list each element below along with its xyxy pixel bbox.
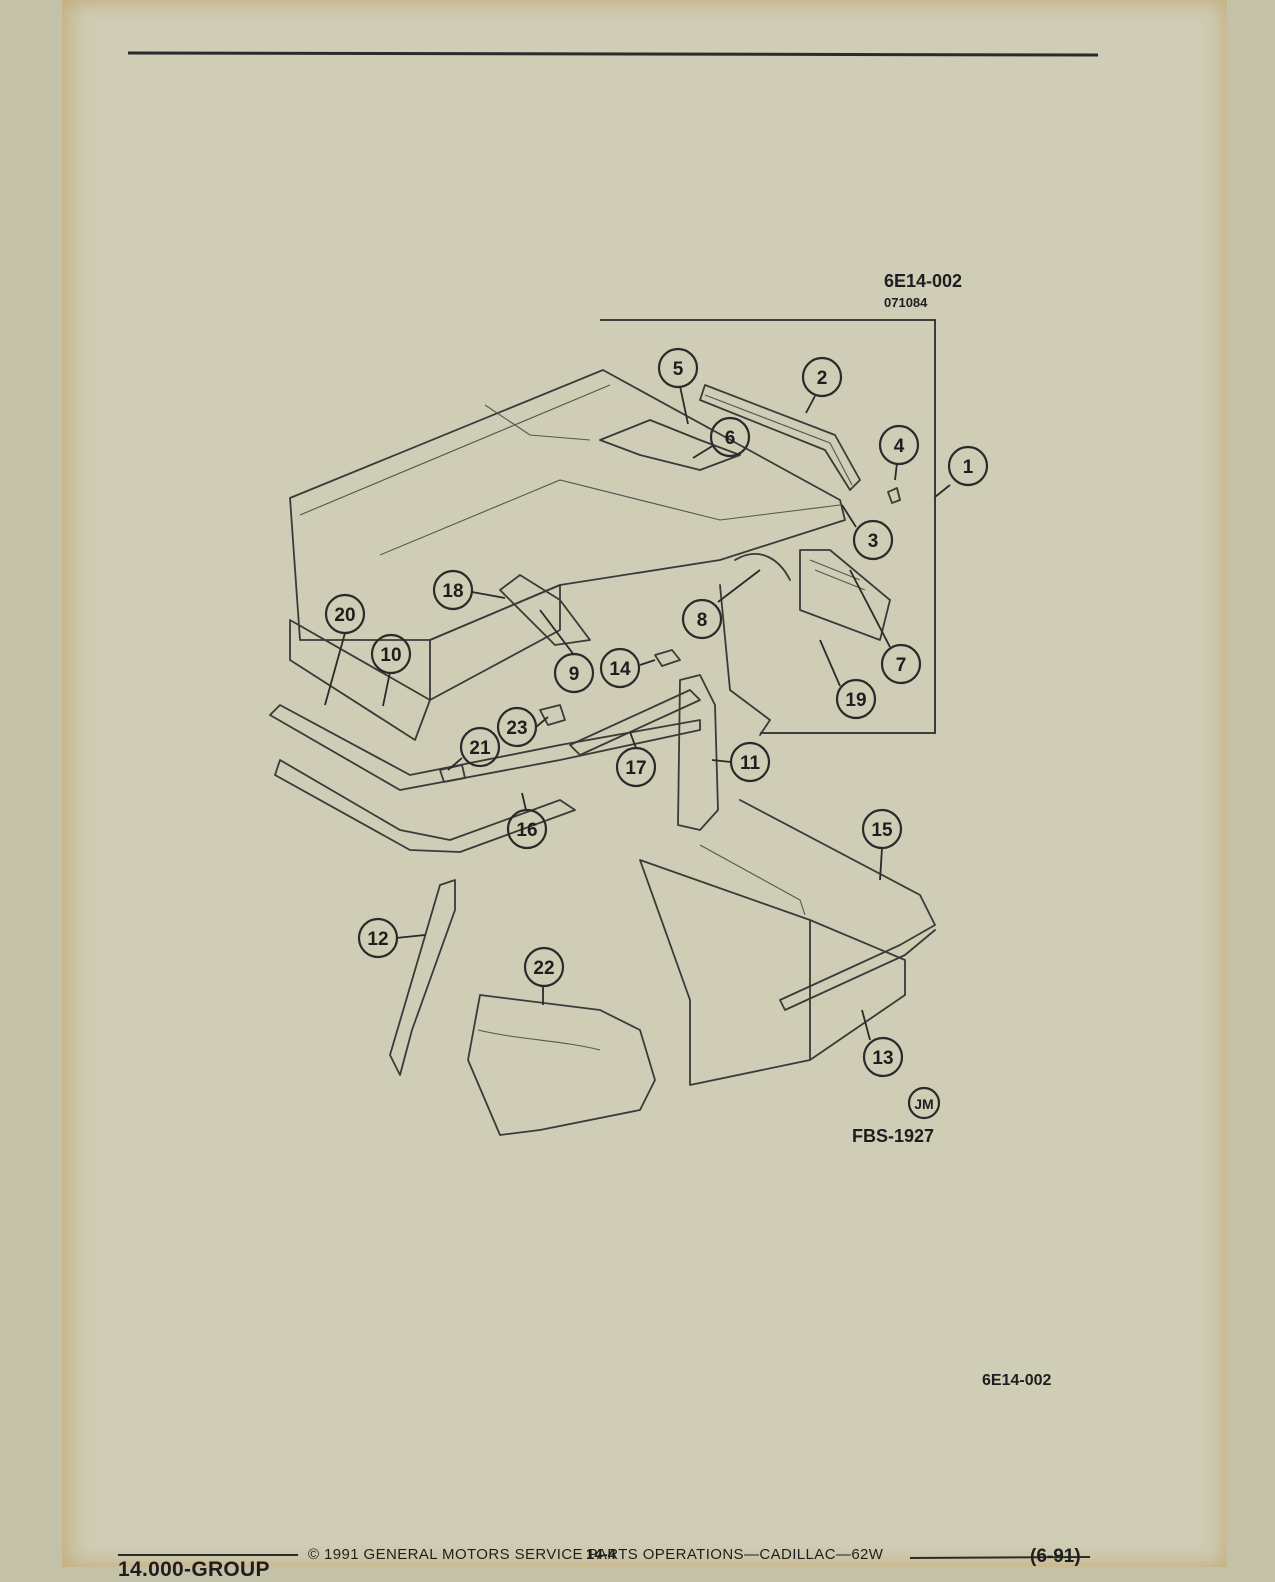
weatherstrip-front (569, 689, 701, 756)
bumper (539, 704, 566, 726)
footer-group: 14.000-GROUP (118, 1558, 270, 1581)
leader-1 (934, 484, 951, 498)
bottom-figure-code: 6E14-002 (982, 1372, 1052, 1389)
figure-date: 071084 (884, 295, 928, 310)
pillar-trim (677, 674, 719, 831)
cable (734, 553, 791, 581)
weatherstrip-lower (274, 759, 576, 853)
callout-11: 11 (729, 741, 771, 783)
callout-19: 19 (835, 678, 877, 720)
svg-text:8: 8 (697, 610, 708, 631)
callout-16: 16 (506, 808, 548, 850)
svg-text:20: 20 (334, 605, 355, 626)
callout-2: 2 (801, 356, 843, 398)
callouts: 1 2 3 4 5 6 7 8 9 10 11 12 13 14 15 16 1… (324, 347, 989, 1078)
callout-5: 5 (657, 347, 699, 389)
callout-17: 17 (615, 746, 657, 788)
quarter-hardware (809, 559, 866, 591)
retainer-clip (439, 764, 466, 783)
svg-text:11: 11 (740, 753, 761, 774)
svg-text:13: 13 (872, 1048, 893, 1069)
boot-cover (467, 994, 656, 1136)
footer-page-number: 14-4 (586, 1546, 617, 1563)
callout-6: 6 (709, 416, 751, 458)
callout-8: 8 (681, 598, 723, 640)
callout-23: 23 (496, 706, 538, 748)
svg-text:18: 18 (442, 581, 463, 602)
callout-7: 7 (880, 643, 922, 685)
callout-leaders (324, 385, 898, 1041)
side-rail (699, 384, 861, 491)
svg-text:23: 23 (506, 718, 527, 739)
convertible-top-cover (269, 369, 846, 791)
svg-text:5: 5 (673, 359, 684, 380)
callout-20: 20 (324, 593, 366, 635)
svg-text:3: 3 (868, 531, 879, 552)
footer-rule-right (909, 1556, 1091, 1559)
rear-bow-tube (719, 584, 771, 736)
callout-4: 4 (878, 424, 920, 466)
art-number: FBS-1927 (852, 1126, 935, 1146)
callout-13: 13 (862, 1036, 904, 1078)
svg-text:16: 16 (516, 820, 537, 841)
svg-text:10: 10 (380, 645, 401, 666)
svg-text:21: 21 (469, 738, 491, 759)
callout-21: 21 (459, 726, 501, 768)
svg-text:19: 19 (845, 690, 866, 711)
screw (887, 487, 901, 504)
svg-text:12: 12 (367, 929, 388, 950)
svg-text:2: 2 (817, 368, 828, 389)
svg-text:22: 22 (533, 958, 554, 979)
top-well-liner (639, 799, 936, 1086)
footer-copyright: © 1991 GENERAL MOTORS SERVICE PARTS OPER… (308, 1546, 884, 1563)
callout-18: 18 (432, 569, 474, 611)
hinge-bracket (499, 574, 591, 646)
callout-10: 10 (370, 633, 412, 675)
callout-1: 1 (947, 445, 989, 487)
svg-text:4: 4 (894, 436, 905, 457)
rear-quarter-panel (799, 549, 891, 641)
svg-text:1: 1 (963, 457, 974, 478)
clip (654, 649, 681, 667)
top-rule (127, 51, 1099, 57)
callout-9: 9 (553, 652, 595, 694)
svg-text:7: 7 (896, 655, 907, 676)
svg-text:15: 15 (871, 820, 893, 841)
svg-text:9: 9 (569, 664, 580, 685)
svg-text:JM: JM (914, 1096, 933, 1112)
callout-22: 22 (523, 946, 565, 988)
artist-mark: JM (907, 1086, 941, 1120)
callout-3: 3 (852, 519, 894, 561)
assembly-bracket (600, 319, 936, 734)
svg-text:14: 14 (609, 659, 631, 680)
callout-14: 14 (599, 647, 641, 689)
figure-code: 6E14-002 (884, 271, 963, 291)
svg-text:6: 6 (725, 428, 736, 449)
callout-15: 15 (861, 808, 903, 850)
footer-date: (6-91) (1030, 1546, 1081, 1567)
retainer-strap (389, 879, 456, 1076)
svg-text:17: 17 (625, 758, 646, 779)
callout-12: 12 (357, 917, 399, 959)
